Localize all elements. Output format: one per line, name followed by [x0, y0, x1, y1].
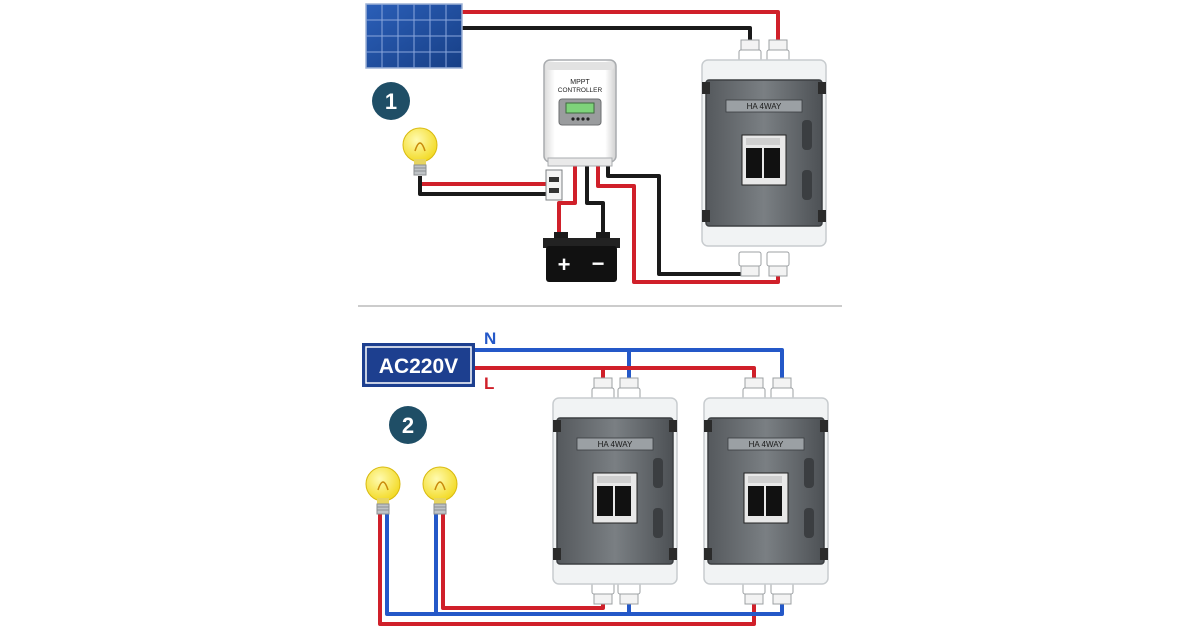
enclosure-label: HA 4WAY — [749, 440, 784, 449]
load-breaker — [545, 169, 563, 201]
bulb-icon — [422, 466, 458, 515]
wire-solar-positive — [462, 10, 780, 40]
step-badge-2: 2 — [389, 406, 427, 444]
wire-solar-negative — [462, 26, 752, 40]
live-label: L — [484, 374, 494, 393]
battery-negative-symbol: − — [592, 251, 605, 276]
ac-source: AC220V — [362, 343, 475, 387]
wire-battery-positive — [557, 165, 577, 238]
wire-load-negative — [418, 176, 548, 196]
junction-box-2a: HA 4WAY — [552, 377, 678, 605]
step-number-2: 2 — [402, 413, 414, 438]
ac-source-label: AC220V — [379, 355, 458, 378]
controller-label-line1: MPPT — [570, 79, 590, 86]
wire-neutral-output — [385, 510, 784, 616]
bulb-icon — [402, 127, 438, 176]
step-badge-1: 1 — [372, 82, 410, 120]
mppt-controller: MPPT CONTROLLER — [543, 59, 617, 167]
wire-live-output-2 — [441, 510, 605, 610]
solar-panel-icon — [365, 3, 463, 69]
junction-box-1: HA 4WAY — [701, 39, 827, 277]
wire-battery-negative — [585, 165, 605, 238]
battery-icon: + − — [543, 232, 620, 282]
scenario-1: 1 MPPT CONTROLLER — [365, 3, 827, 284]
wire-load-positive — [418, 176, 548, 186]
enclosure-label: HA 4WAY — [598, 440, 633, 449]
wire-live-supply — [475, 366, 756, 378]
controller-label-line2: CONTROLLER — [558, 87, 603, 94]
wire-neutral-supply — [475, 348, 784, 378]
junction-box-2b: HA 4WAY — [703, 377, 829, 605]
bulb-icon — [365, 466, 401, 515]
battery-positive-symbol: + — [558, 252, 571, 277]
enclosure-label: HA 4WAY — [747, 102, 782, 111]
step-number-1: 1 — [385, 89, 397, 114]
neutral-label: N — [484, 329, 496, 348]
scenario-2: AC220V N L 2 HA 4WAY — [362, 329, 829, 626]
wire-pv-positive-return — [596, 165, 780, 284]
